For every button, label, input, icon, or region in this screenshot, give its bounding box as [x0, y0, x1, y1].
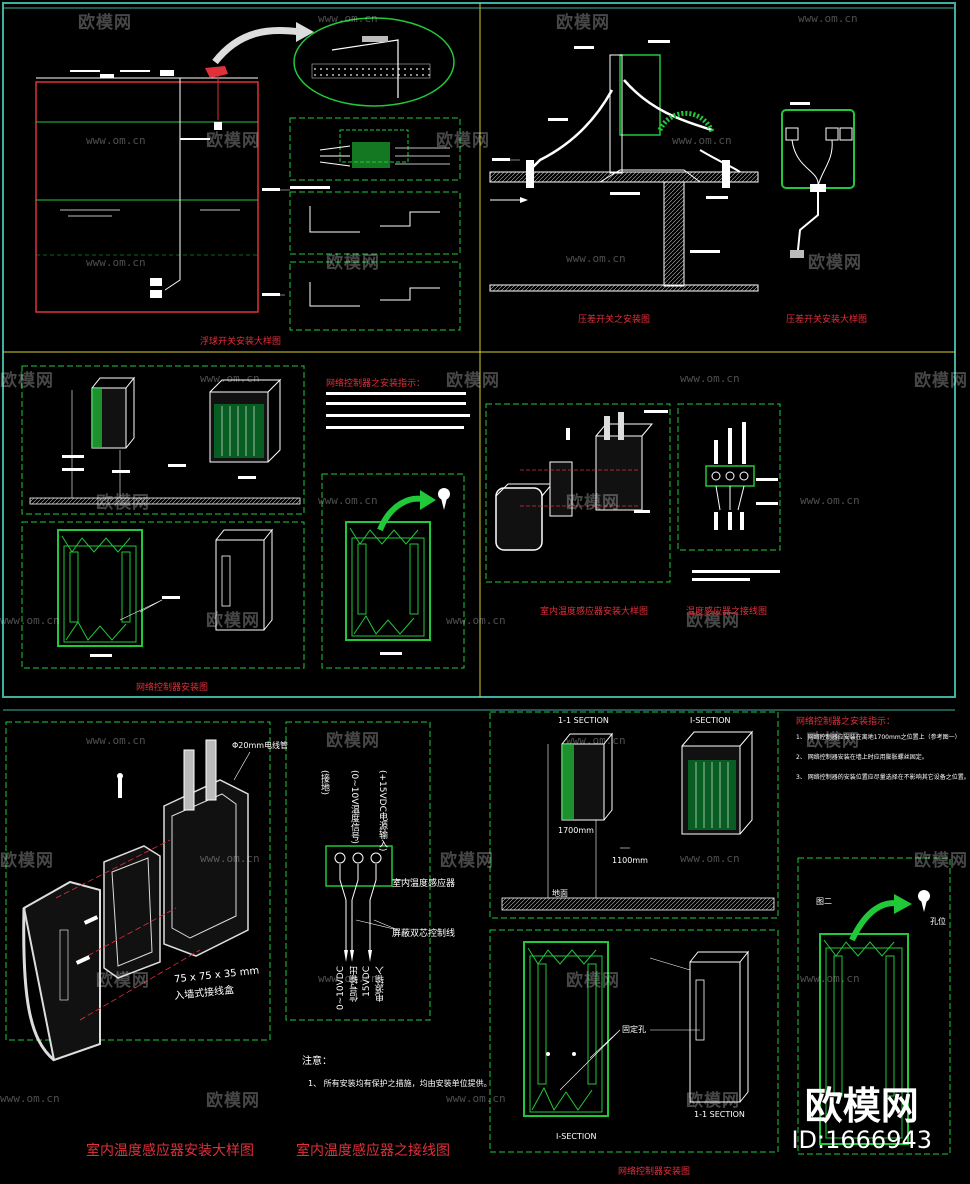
brand-logo: 欧模网 [804, 1083, 919, 1128]
watermark-brand: 欧模网 [686, 1091, 740, 1111]
watermark-url: www.om.cn [86, 734, 146, 747]
watermark-brand: 欧模网 [556, 13, 610, 33]
temperature-wiring-caption: 室内温度感应器之接线图 [296, 1143, 450, 1159]
section-label-right: I-SECTION [690, 716, 731, 725]
conduit-label: Φ20mm电线管 [232, 741, 289, 750]
watermark-brand: 欧模网 [206, 131, 260, 151]
controller-install-detail [797, 857, 951, 1155]
watermark-url: www.om.cn [318, 972, 378, 985]
watermark-brand: 欧模网 [686, 611, 740, 631]
watermark-url: www.om.cn [680, 852, 740, 865]
controller-notes-title: 网络控制器之安装指示： [796, 717, 896, 727]
watermark-url: www.om.cn [800, 494, 860, 507]
temperature-wiring-caption-small: 温度感应器之接线图 [686, 607, 768, 617]
watermark-url: www.om.cn [566, 734, 626, 747]
output-label-voltage: 15VDC [362, 966, 372, 997]
watermark-brand: 欧模网 [808, 253, 862, 273]
network-controller-large [489, 711, 779, 1153]
watermark-brand: 欧模网 [96, 493, 150, 513]
note-1: 1、 所有安装均有保护之措施，均由安装单位提供。 [308, 1079, 492, 1088]
dimension-height: 1700mm [558, 826, 594, 835]
section-label-bottom-left: I-SECTION [556, 1132, 597, 1141]
watermark-brand: 欧模网 [566, 971, 620, 991]
hole-label: 孔位 [930, 917, 946, 926]
watermark-url: www.om.cn [672, 134, 732, 147]
wiring-label-ground: (接地) [319, 770, 329, 796]
output-label-signal-range: 0~10VDC [336, 966, 346, 1011]
upper-sheet-frame [2, 2, 956, 698]
sensor-label: 室内温度感应器 [392, 879, 456, 889]
network-controller-diagram [21, 365, 470, 669]
controller-note-2: 2、 网络控制器安装在墙上时应用膨胀螺丝固定。 [796, 754, 928, 761]
cable-label: 屏蔽双芯控制线 [392, 929, 456, 939]
float-switch-wiring [289, 117, 461, 331]
watermark-brand: 欧模网 [0, 851, 54, 871]
output-label-signal: 信号输出 [350, 966, 360, 1002]
float-switch-caption: 浮球开关安装大样图 [200, 337, 282, 347]
output-label-power: 电源输入 [376, 966, 386, 1002]
temperature-sensor-exploded [5, 721, 271, 1062]
watermark-url: www.om.cn [798, 12, 858, 25]
pressure-switch-diagram [489, 40, 759, 292]
watermark-url: www.om.cn [800, 972, 860, 985]
watermark-brand: 欧模网 [440, 851, 494, 871]
wiring-label-signal: (0~10V温度信号) [349, 770, 359, 844]
watermark-brand: 欧模网 [566, 493, 620, 513]
watermark-brand: 欧模网 [326, 731, 380, 751]
watermark-brand: 欧模网 [96, 971, 150, 991]
temperature-sensor-caption-small: 室内温度感应器安装大样图 [540, 607, 649, 617]
network-controller-notes-title: 网络控制器之安装指示： [326, 379, 426, 389]
watermark-url: www.om.cn [200, 372, 260, 385]
watermark-brand: 欧模网 [436, 131, 490, 151]
watermark-brand: 欧模网 [206, 1091, 260, 1111]
floor-label: 地面 [552, 889, 568, 898]
controller-note-1: 1、 网络控制器应安装在离地1700mm之位置上（参考图一） [796, 734, 961, 741]
watermark-brand: 欧模网 [806, 731, 860, 751]
notes-title: 注意： [302, 1056, 332, 1067]
watermark-url: www.om.cn [0, 614, 60, 627]
watermark-brand: 欧模网 [446, 371, 500, 391]
brand-mark: 欧模网 ID:1666943 [791, 1083, 932, 1155]
dimension-width: 1100mm [612, 856, 648, 865]
section-label-bottom-right: 1-1 SECTION [694, 1110, 745, 1119]
watermark-url: www.om.cn [566, 252, 626, 265]
figure-label: 图二 [816, 897, 832, 906]
float-switch-diagram [35, 17, 455, 313]
section-label-left: 1-1 SECTION [558, 716, 609, 725]
watermark-brand: 欧模网 [326, 253, 380, 273]
wiring-label-power: (+15VDC电源输入) [377, 770, 387, 852]
watermark-url: www.om.cn [318, 12, 378, 25]
watermark-url: www.om.cn [200, 852, 260, 865]
watermark-brand: 欧模网 [914, 371, 968, 391]
watermark-url: www.om.cn [446, 614, 506, 627]
controller-note-3: 3、 网络控制器的安装位置应尽量选择在不影响其它设备之位置。 [796, 774, 970, 781]
temperature-sensor-small-diagram [485, 403, 781, 583]
network-controller-caption: 网络控制器安装图 [136, 683, 209, 693]
pressure-switch-caption: 压差开关之安装图 [578, 315, 651, 325]
watermark-brand: 欧模网 [78, 13, 132, 33]
watermark-url: www.om.cn [318, 494, 378, 507]
temperature-sensor-detail-caption: 室内温度感应器安装大样图 [86, 1143, 254, 1159]
watermark-brand: 欧模网 [914, 851, 968, 871]
temperature-sensor-wiring [285, 721, 431, 1021]
watermark-url: www.om.cn [446, 1092, 506, 1105]
watermark-url: www.om.cn [86, 256, 146, 269]
pressure-switch-detail [781, 102, 855, 258]
pressure-switch-detail-caption: 压差开关安装大样图 [786, 315, 868, 325]
watermark-url: www.om.cn [86, 134, 146, 147]
controller-install-caption: 网络控制器安装图 [618, 1167, 691, 1177]
watermark-brand: 欧模网 [0, 371, 54, 391]
watermark-brand: 欧模网 [206, 611, 260, 631]
mounting-hole-label: 固定孔 [622, 1025, 646, 1034]
watermark-url: www.om.cn [680, 372, 740, 385]
watermark-url: www.om.cn [0, 1092, 60, 1105]
brand-id: ID:1666943 [791, 1126, 932, 1154]
